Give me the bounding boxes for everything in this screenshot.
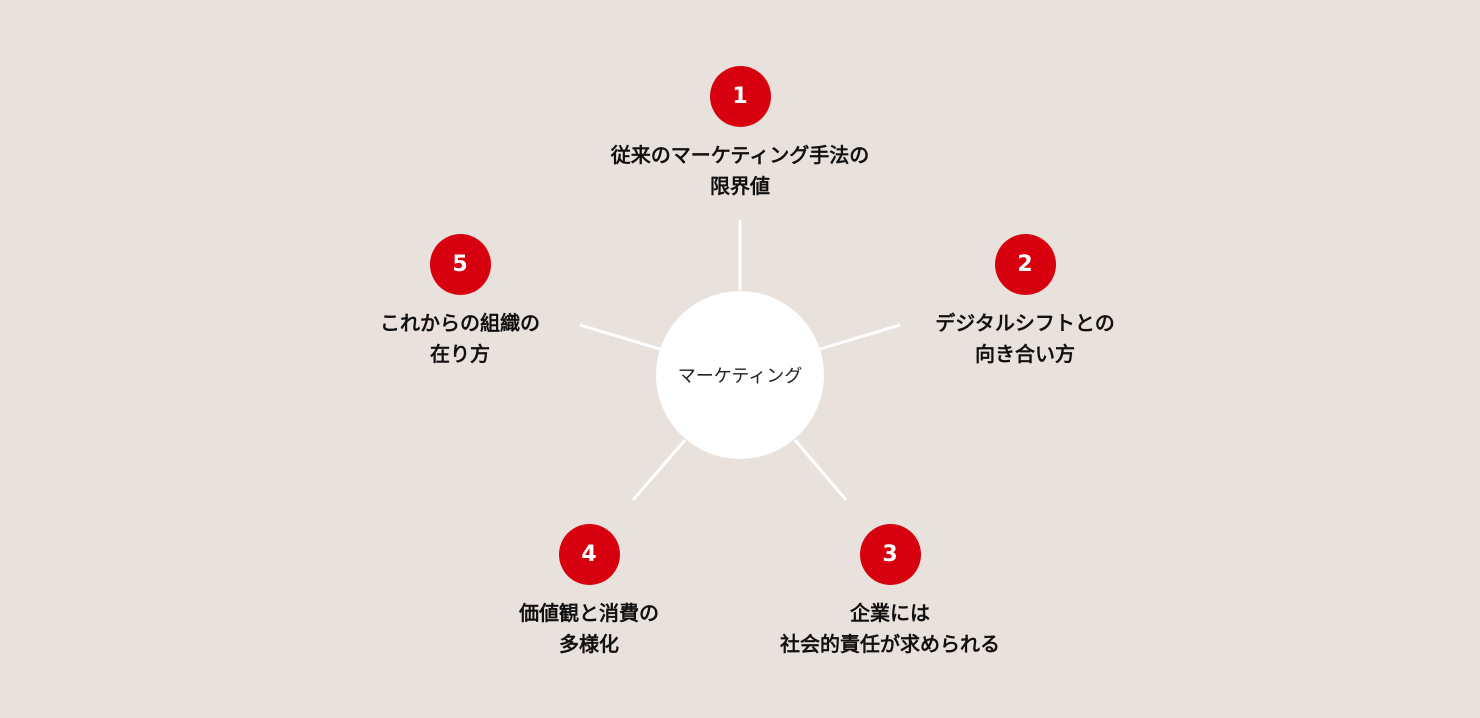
node-label: 価値観と消費の多様化 bbox=[429, 598, 749, 660]
connector-3 bbox=[793, 439, 848, 501]
node-label: これからの組織の在り方 bbox=[300, 308, 620, 370]
label-line: 限界値 bbox=[710, 174, 770, 198]
label-line: 向き合い方 bbox=[975, 342, 1075, 366]
center-node: マーケティング bbox=[656, 291, 824, 459]
label-line: これからの組織の bbox=[380, 311, 540, 335]
label-line: 企業には bbox=[850, 601, 930, 625]
label-line: 社会的責任が求められる bbox=[780, 632, 1000, 656]
node-5: 5 これからの組織の在り方 bbox=[300, 234, 620, 370]
number-badge: 5 bbox=[429, 234, 491, 295]
label-line: 従来のマーケティング手法の bbox=[610, 143, 870, 167]
label-line: 多様化 bbox=[559, 632, 619, 656]
node-2: 2 デジタルシフトとの向き合い方 bbox=[865, 234, 1185, 370]
connector-2 bbox=[819, 323, 901, 351]
label-line: デジタルシフトとの bbox=[935, 311, 1115, 335]
node-label: デジタルシフトとの向き合い方 bbox=[865, 308, 1185, 370]
number-badge: 3 bbox=[859, 524, 921, 585]
number-badge: 1 bbox=[709, 66, 771, 127]
label-line: 価値観と消費の bbox=[519, 601, 659, 625]
node-1: 1 従来のマーケティング手法の限界値 bbox=[580, 66, 900, 202]
connector-4 bbox=[631, 439, 687, 501]
label-line: 在り方 bbox=[430, 342, 490, 366]
connector-5 bbox=[579, 323, 661, 351]
node-label: 従来のマーケティング手法の限界値 bbox=[580, 140, 900, 202]
number-badge: 4 bbox=[558, 524, 620, 585]
node-label: 企業には社会的責任が求められる bbox=[730, 598, 1050, 660]
node-3: 3 企業には社会的責任が求められる bbox=[730, 524, 1050, 660]
number-badge: 2 bbox=[994, 234, 1056, 295]
center-label: マーケティング bbox=[677, 366, 803, 387]
node-4: 4 価値観と消費の多様化 bbox=[429, 524, 749, 660]
